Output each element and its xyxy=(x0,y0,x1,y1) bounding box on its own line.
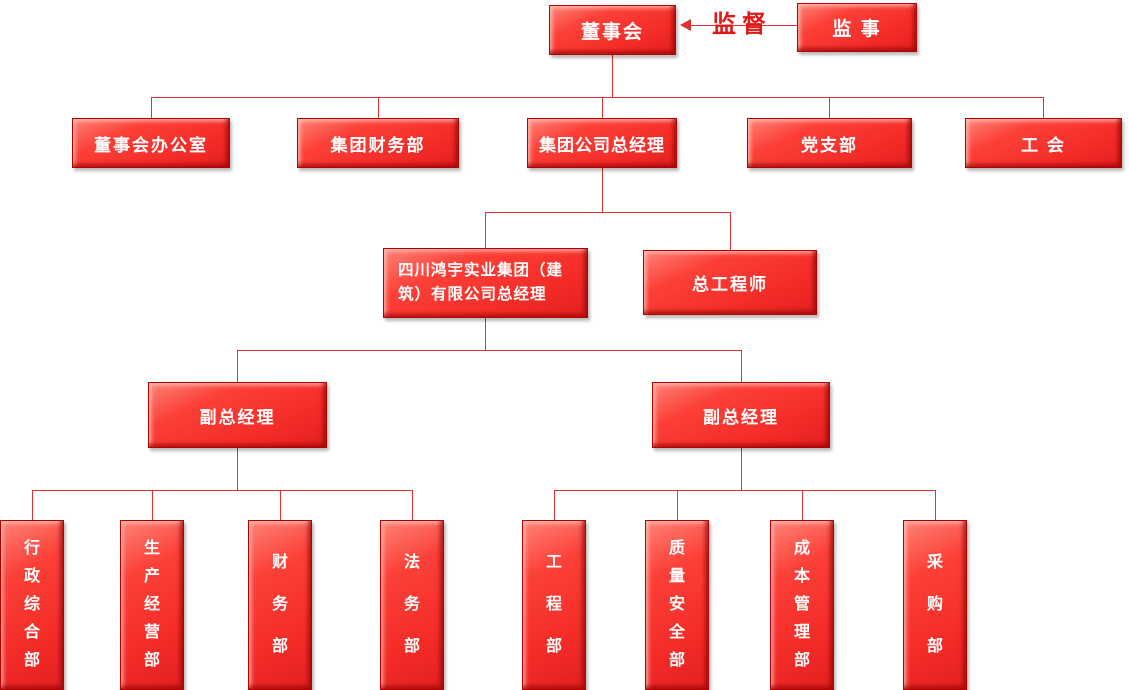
connector-line xyxy=(237,448,238,490)
node-board-office: 董事会办公室 xyxy=(72,118,230,168)
node-deputy-gm-left: 副总经理 xyxy=(148,382,327,448)
connector-line xyxy=(32,490,33,520)
connector-line xyxy=(151,97,152,118)
connector-line xyxy=(677,490,678,520)
supervision-label: 监督 xyxy=(712,11,772,38)
connector-line xyxy=(554,490,935,491)
connector-line xyxy=(485,318,486,350)
node-dept-quality-safety: 质量安全部 xyxy=(645,520,709,690)
connector-line xyxy=(32,490,412,491)
connector-line xyxy=(378,97,379,118)
connector-line xyxy=(741,448,742,490)
connector-line xyxy=(412,490,413,520)
connector-line xyxy=(280,490,281,520)
node-dept-legal: 法务部 xyxy=(380,520,444,690)
connector-line xyxy=(151,97,1043,98)
node-deputy-gm-right: 副总经理 xyxy=(652,382,830,448)
connector-line xyxy=(730,212,731,250)
connector-line xyxy=(612,55,613,97)
left-arrow-icon xyxy=(680,19,691,31)
node-labor-union: 工 会 xyxy=(965,118,1122,168)
node-dept-engineering: 工程部 xyxy=(522,520,586,690)
node-dept-procurement: 采购部 xyxy=(903,520,967,690)
connector-line xyxy=(485,212,486,248)
node-construction-gm: 四川鸿宇实业集团（建筑）有限公司总经理 xyxy=(383,248,588,318)
connector-line xyxy=(237,350,238,382)
node-dept-cost-management: 成本管理部 xyxy=(770,520,834,690)
node-party-branch: 党支部 xyxy=(747,118,912,168)
connector-line xyxy=(152,490,153,520)
node-supervisor: 监 事 xyxy=(797,3,917,52)
node-dept-admin: 行政综合部 xyxy=(0,520,64,690)
node-board: 董事会 xyxy=(549,5,676,55)
node-group-general-manager: 集团公司总经理 xyxy=(527,118,677,168)
connector-line xyxy=(602,168,603,212)
connector-line xyxy=(802,490,803,520)
node-dept-finance: 财务部 xyxy=(248,520,312,690)
connector-line xyxy=(602,97,603,118)
connector-line xyxy=(554,490,555,520)
connector-line xyxy=(237,350,741,351)
connector-line xyxy=(1043,97,1044,118)
node-chief-engineer: 总工程师 xyxy=(643,250,817,315)
node-dept-production: 生产经营部 xyxy=(120,520,184,690)
supervision-line xyxy=(688,25,797,26)
node-group-finance: 集团财务部 xyxy=(297,118,459,168)
connector-line xyxy=(935,490,936,520)
connector-line xyxy=(829,97,830,118)
connector-line xyxy=(741,350,742,382)
connector-line xyxy=(485,212,730,213)
